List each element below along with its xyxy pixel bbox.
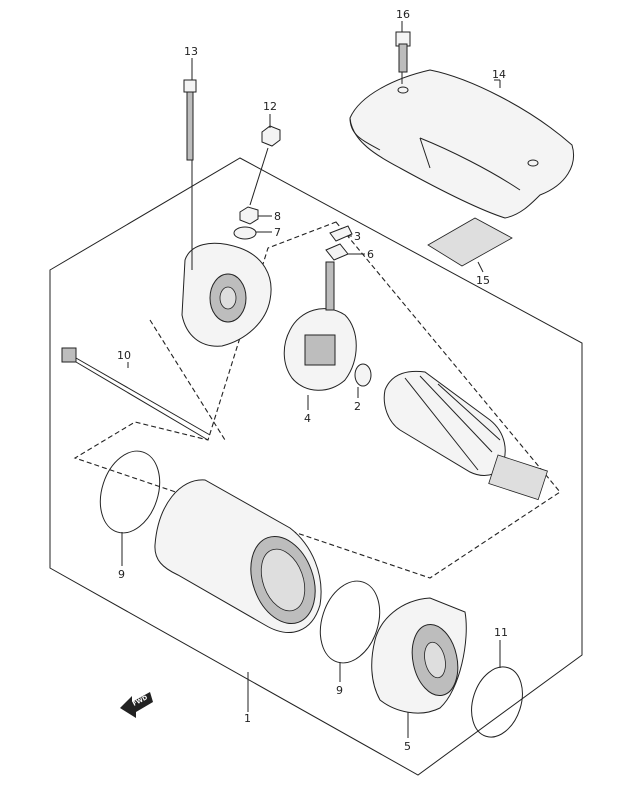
armature-washer	[354, 363, 372, 387]
o-ring-small	[471, 666, 523, 738]
brush-holder	[283, 261, 357, 391]
part-12-label: 12	[263, 100, 277, 113]
terminal-washer	[233, 226, 257, 240]
starter-housing	[371, 597, 467, 714]
terminal-nut-lower	[239, 206, 259, 225]
o-ring-upper	[99, 450, 161, 534]
terminal-nut	[261, 125, 281, 147]
through-bolt	[61, 347, 211, 441]
forward-arrow-icon	[120, 692, 153, 718]
part-2-label: 2	[354, 400, 361, 413]
long-bolt	[183, 79, 197, 161]
part-16-label: 16	[396, 8, 410, 21]
part-14-label: 14	[492, 68, 506, 81]
part-15-label: 15	[476, 274, 490, 287]
part-9-label-lower: 9	[336, 684, 343, 697]
part-3-label: 3	[354, 230, 361, 243]
part-8-label: 8	[274, 210, 281, 223]
part-6-label: 6	[367, 248, 374, 261]
starter-cover	[349, 69, 574, 219]
leader-lines	[121, 21, 501, 738]
o-ring-lower	[319, 580, 381, 664]
part-11-label: 11	[494, 626, 508, 639]
part-7-label: 7	[274, 226, 281, 239]
part-1-label: 1	[244, 712, 251, 725]
armature	[383, 370, 548, 501]
part-4-label: 4	[304, 412, 311, 425]
part-10-label: 10	[117, 349, 131, 362]
part-5-label: 5	[404, 740, 411, 753]
cover-pad	[427, 217, 513, 267]
terminal-insulators	[325, 225, 353, 261]
cover-bolt	[395, 31, 411, 73]
part-13-label: 13	[184, 45, 198, 58]
starter-end-cover	[181, 242, 272, 347]
starter-yoke	[154, 479, 322, 633]
part-9-label-upper: 9	[118, 568, 125, 581]
